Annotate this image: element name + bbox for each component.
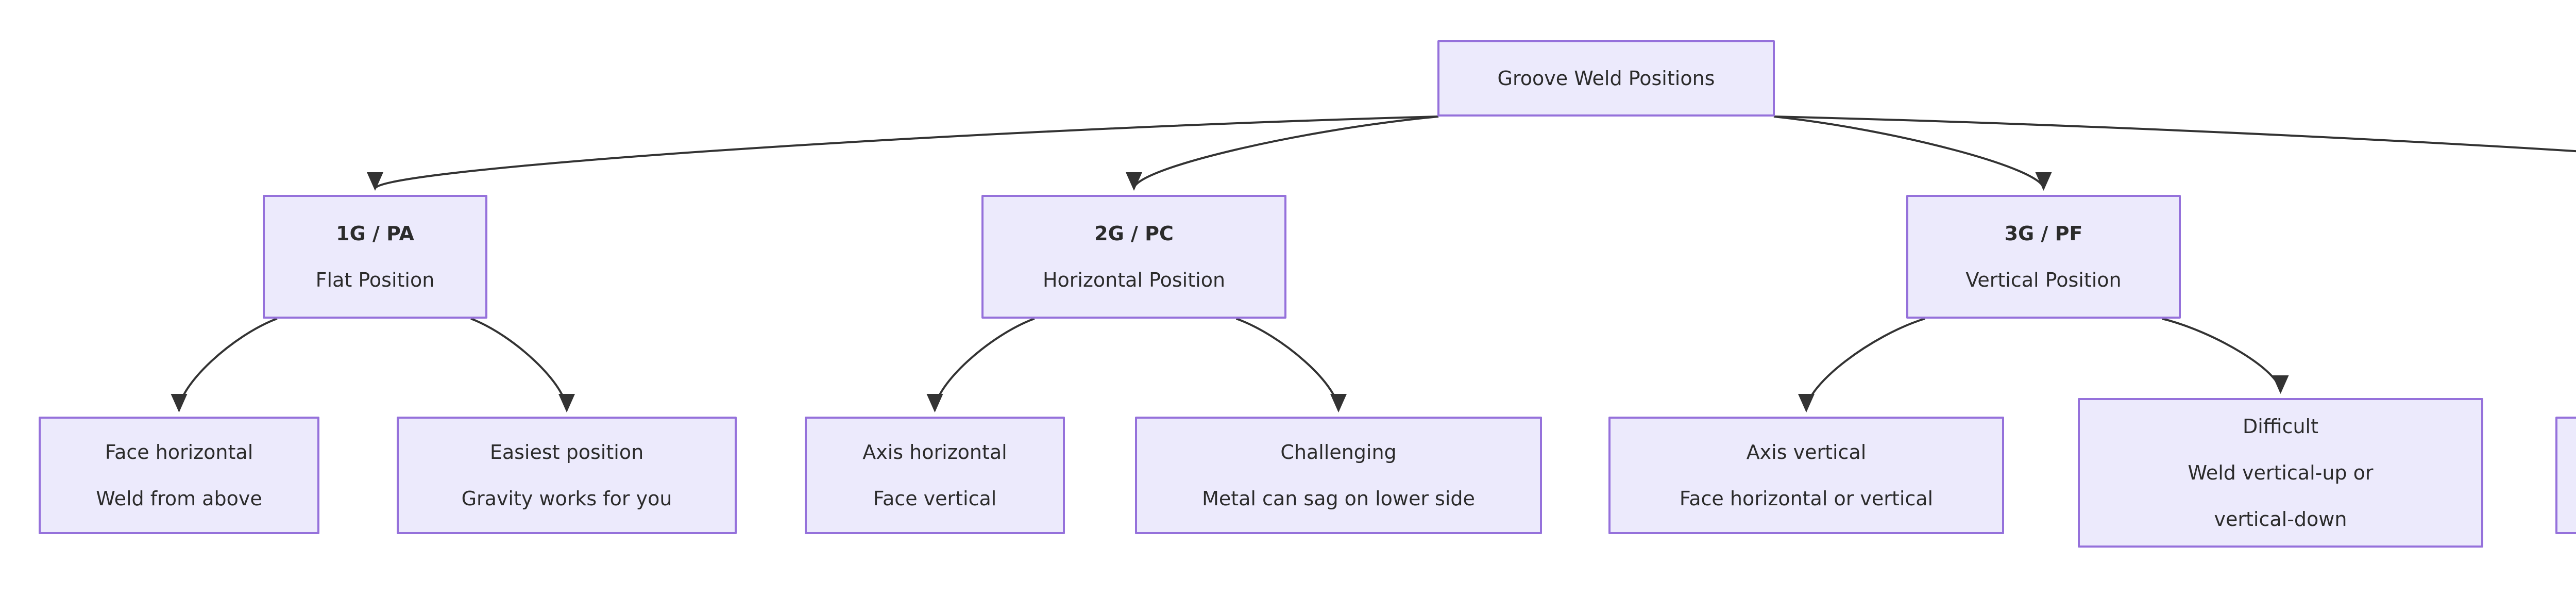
- edge-root-to-cat3: [1773, 115, 2052, 191]
- node-1g-easiest-position-line-1: Gravity works for you: [461, 487, 672, 510]
- node-3g-pf-code: 3G / PF: [2004, 222, 2083, 245]
- node-3g-difficult[interactable]: Difficult Weld vertical-up or vertical-d…: [2078, 398, 2483, 548]
- node-1g-pa[interactable]: 1G / PA Flat Position: [263, 195, 487, 319]
- node-3g-difficult-line-1: Weld vertical-up or: [2188, 461, 2374, 484]
- edge-root-to-cat2: [1126, 115, 1439, 191]
- edge-root-to-cat1: [367, 115, 1439, 191]
- node-1g-pa-label: Flat Position: [315, 269, 435, 291]
- node-2g-axis-horizontal-line-1: Face vertical: [873, 487, 997, 510]
- edge-cat3-to-leaf3b: [2162, 318, 2289, 394]
- node-root[interactable]: Groove Weld Positions: [1437, 40, 1775, 117]
- node-3g-difficult-line-2: vertical-down: [2214, 508, 2347, 531]
- node-2g-challenging-line-0: Challenging: [1280, 441, 1397, 464]
- node-2g-challenging-line-1: Metal can sag on lower side: [1202, 487, 1475, 510]
- node-2g-pc[interactable]: 2G / PC Horizontal Position: [981, 195, 1286, 319]
- node-3g-axis-vertical-line-1: Face horizontal or vertical: [1679, 487, 1934, 510]
- node-1g-easiest-position[interactable]: Easiest position Gravity works for you: [397, 417, 737, 534]
- node-3g-difficult-line-0: Difficult: [2243, 415, 2318, 438]
- node-1g-face-horizontal[interactable]: Face horizontal Weld from above: [39, 417, 319, 534]
- edge-root-to-cat4: [1773, 115, 2576, 153]
- edge-cat2-to-leaf2a: [926, 318, 1035, 412]
- node-3g-axis-vertical-line-0: Axis vertical: [1746, 441, 1867, 464]
- edge-cat3-to-leaf3a: [1798, 318, 1925, 412]
- node-2g-axis-horizontal[interactable]: Axis horizontal Face vertical: [805, 417, 1065, 534]
- node-2g-pc-label: Horizontal Position: [1042, 269, 1226, 291]
- node-3g-axis-vertical[interactable]: Axis vertical Face horizontal or vertica…: [1608, 417, 2004, 534]
- node-3g-pf[interactable]: 3G / PF Vertical Position: [1906, 195, 2181, 319]
- node-2g-challenging[interactable]: Challenging Metal can sag on lower side: [1135, 417, 1542, 534]
- node-4g-face-horizontal[interactable]: Face horizontal Weld from underneath: [2555, 417, 2576, 534]
- node-1g-easiest-position-line-0: Easiest position: [489, 441, 644, 464]
- node-4g-face-horizontal-line-1: Weld from underneath: [2557, 489, 2576, 508]
- node-1g-face-horizontal-line-0: Face horizontal: [105, 441, 253, 464]
- edge-cat1-to-leaf1a: [171, 318, 278, 412]
- node-3g-pf-label: Vertical Position: [1965, 269, 2122, 291]
- edge-cat1-to-leaf1b: [470, 318, 575, 412]
- node-4g-face-horizontal-line-0: Face horizontal: [2557, 442, 2576, 462]
- edge-cat2-to-leaf2b: [1235, 318, 1347, 412]
- node-2g-axis-horizontal-line-0: Axis horizontal: [862, 441, 1007, 464]
- node-2g-pc-code: 2G / PC: [1094, 222, 1174, 245]
- node-root-line-0: Groove Weld Positions: [1497, 67, 1715, 90]
- node-1g-face-horizontal-line-1: Weld from above: [96, 487, 262, 510]
- node-1g-pa-code: 1G / PA: [336, 222, 414, 245]
